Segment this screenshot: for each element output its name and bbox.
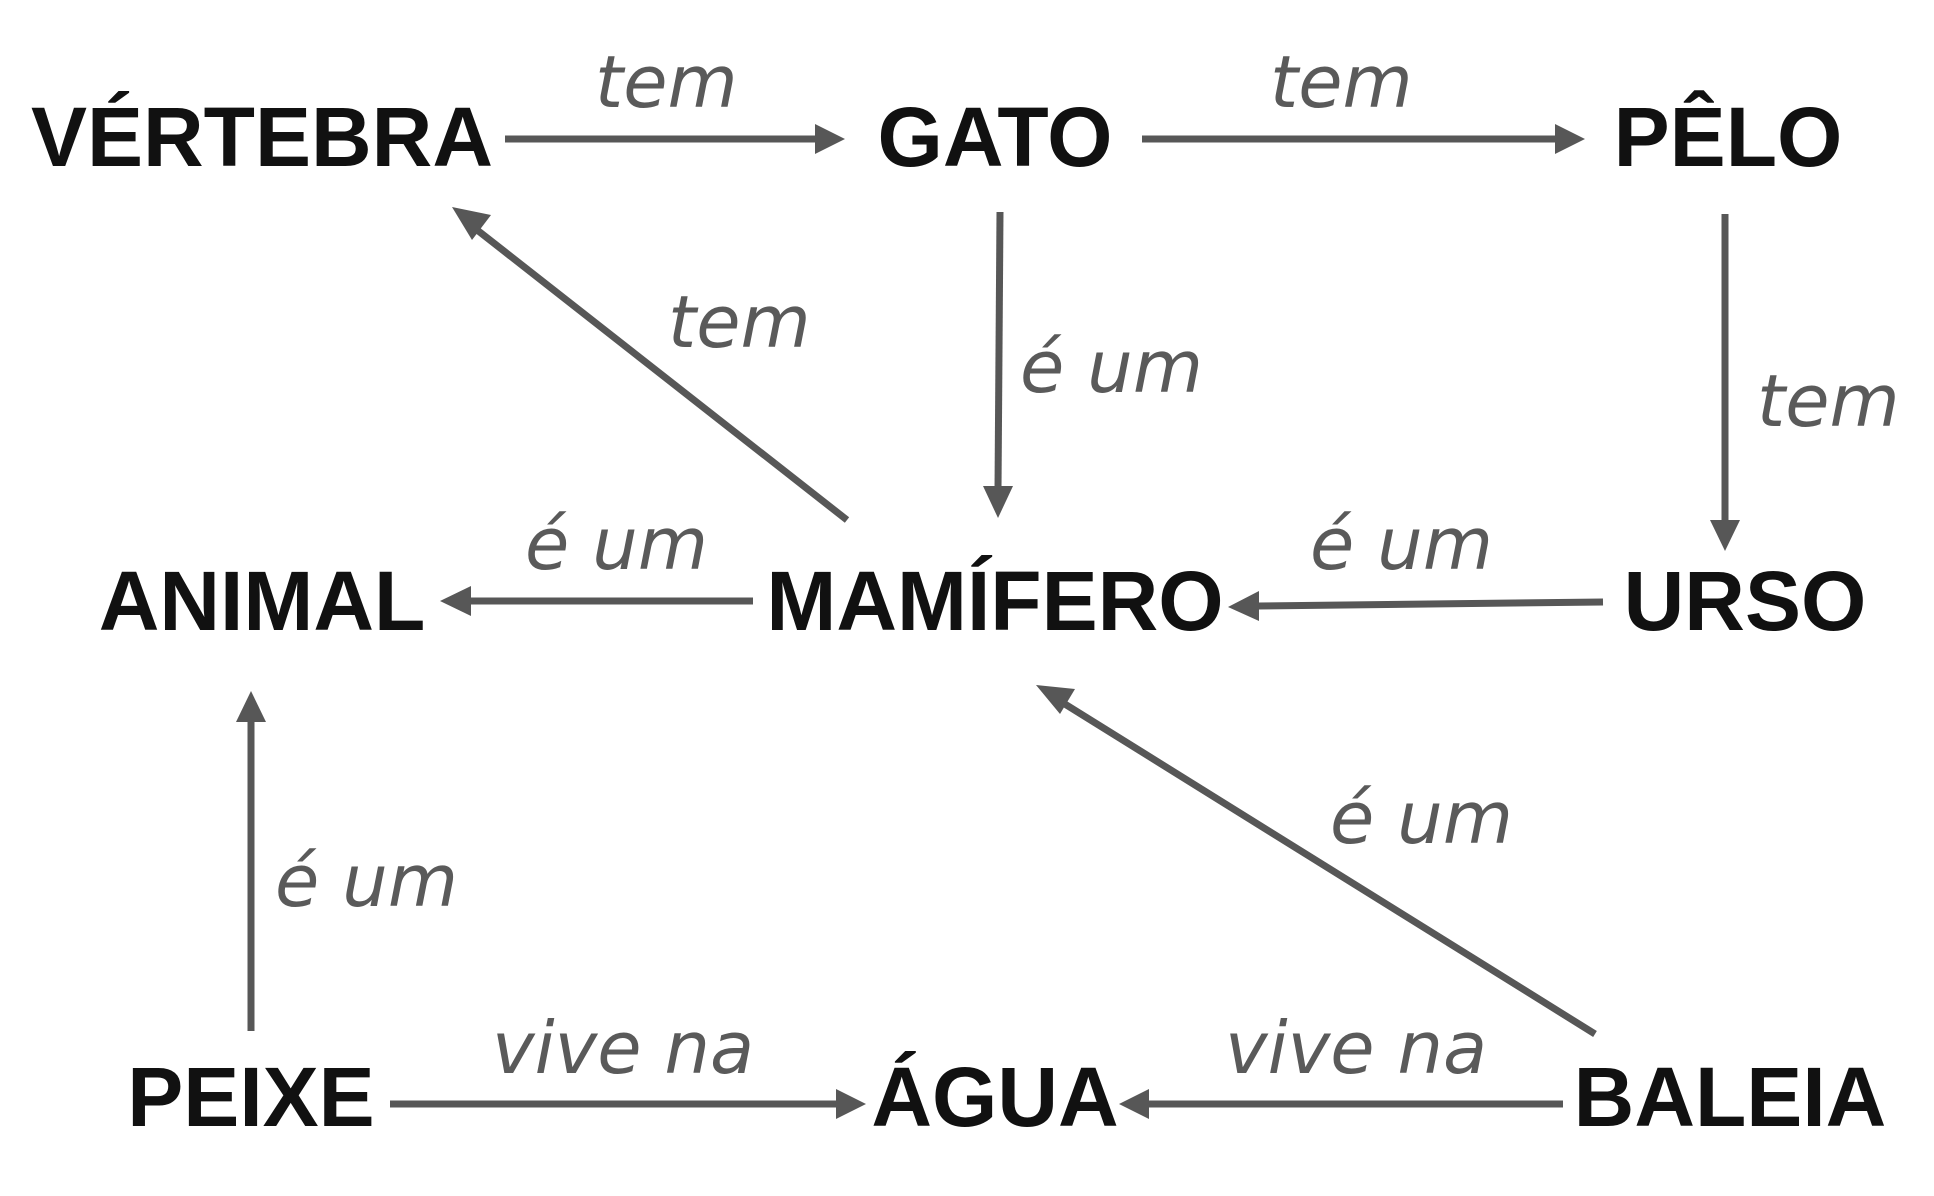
edge-baleia-agua: vive na (1119, 1006, 1563, 1119)
arrowhead-icon (440, 586, 471, 616)
arrowhead-icon (983, 486, 1013, 518)
edge-label: vive na (1225, 1006, 1487, 1090)
edge-peixe-agua: vive na (390, 1006, 866, 1119)
edge-pelo-urso: tem (1710, 214, 1900, 551)
node-agua: ÁGUA (871, 1050, 1118, 1144)
edge-label: tem (595, 40, 738, 124)
arrowhead-icon (1119, 1089, 1149, 1119)
edge-mamifero-animal: é um (440, 502, 753, 616)
edge-label: é um (1020, 325, 1203, 409)
nodes: VÉRTEBRA GATO PÊLO ANIMAL MAMÍFERO URSO … (31, 90, 1886, 1144)
arrowhead-icon (452, 207, 491, 240)
edge-label: tem (668, 280, 811, 364)
edge-baleia-mamifero: é um (1036, 685, 1597, 1037)
node-mamifero: MAMÍFERO (766, 554, 1223, 648)
node-vertebra: VÉRTEBRA (31, 90, 493, 184)
edge-label: é um (1330, 776, 1513, 860)
edge-label: é um (525, 502, 708, 586)
edge-mamifero-vertebra: tem (452, 207, 850, 523)
edge-label: é um (1310, 502, 1493, 586)
node-urso: URSO (1624, 554, 1867, 648)
arrowhead-icon (1228, 591, 1259, 621)
edge-urso-mamifero: é um (1228, 502, 1604, 621)
edge-label: tem (1757, 359, 1900, 443)
edge-label: tem (1270, 40, 1413, 124)
node-animal: ANIMAL (99, 554, 426, 648)
edge-vertebra-gato: tem (505, 40, 845, 154)
edges: tem tem tem é um tem (236, 40, 1900, 1119)
edge-gato-mamifero: é um (983, 211, 1203, 518)
arrowhead-icon (815, 124, 845, 154)
node-baleia: BALEIA (1574, 1050, 1887, 1144)
node-pelo: PÊLO (1614, 90, 1843, 184)
edge-label: é um (275, 839, 458, 923)
arrowhead-icon (1710, 520, 1740, 551)
edge-gato-pelo: tem (1142, 40, 1585, 154)
edge-label: vive na (492, 1006, 754, 1090)
arrowhead-icon (1036, 685, 1075, 714)
arrowhead-icon (236, 691, 266, 722)
node-gato: GATO (878, 90, 1113, 184)
arrowhead-icon (1555, 124, 1585, 154)
arrowhead-icon (836, 1089, 866, 1119)
edge-peixe-animal: é um (236, 691, 458, 1031)
node-peixe: PEIXE (127, 1050, 374, 1144)
